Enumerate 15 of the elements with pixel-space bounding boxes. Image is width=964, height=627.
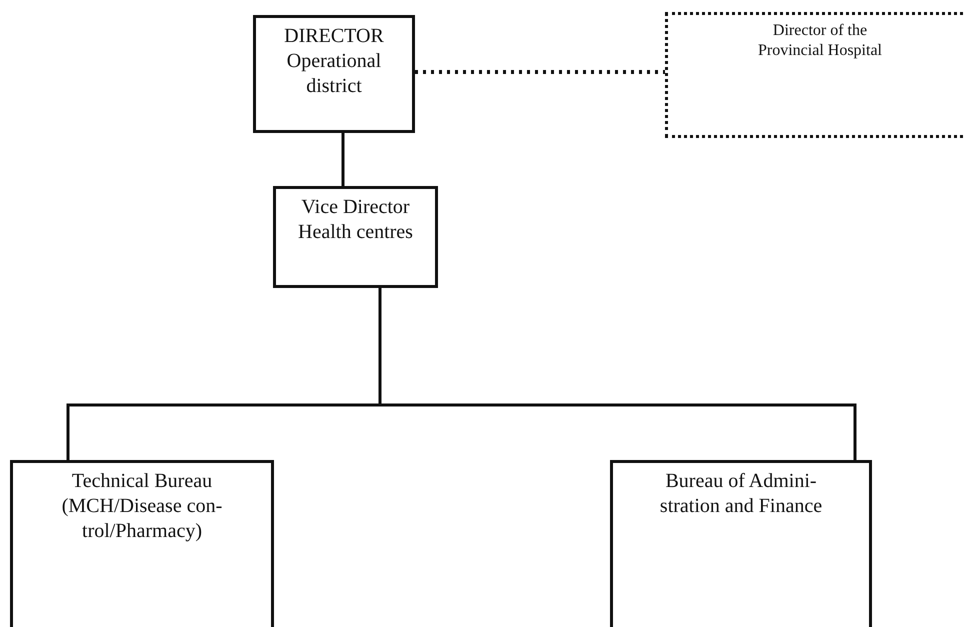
org-box [253, 15, 415, 133]
box-label: Vice Director [301, 195, 410, 220]
box-label: (MCH/Disease con- trol/Pharmacy) [60, 494, 224, 544]
box-label: Operational district [286, 49, 382, 99]
org-box [10, 460, 274, 627]
box-label: Health centres [298, 220, 413, 245]
box-label: Director of the Provincial Hospital [758, 21, 882, 61]
connector-line [342, 133, 344, 186]
box-label: DIRECTOR [284, 24, 384, 49]
org-box [273, 186, 438, 288]
dotted-connector [415, 70, 665, 74]
box-label: Bureau of Admini- stration and Finance [658, 469, 824, 519]
org-box [610, 460, 872, 627]
box-label: Technical Bureau [72, 469, 212, 494]
org-box [665, 12, 964, 138]
